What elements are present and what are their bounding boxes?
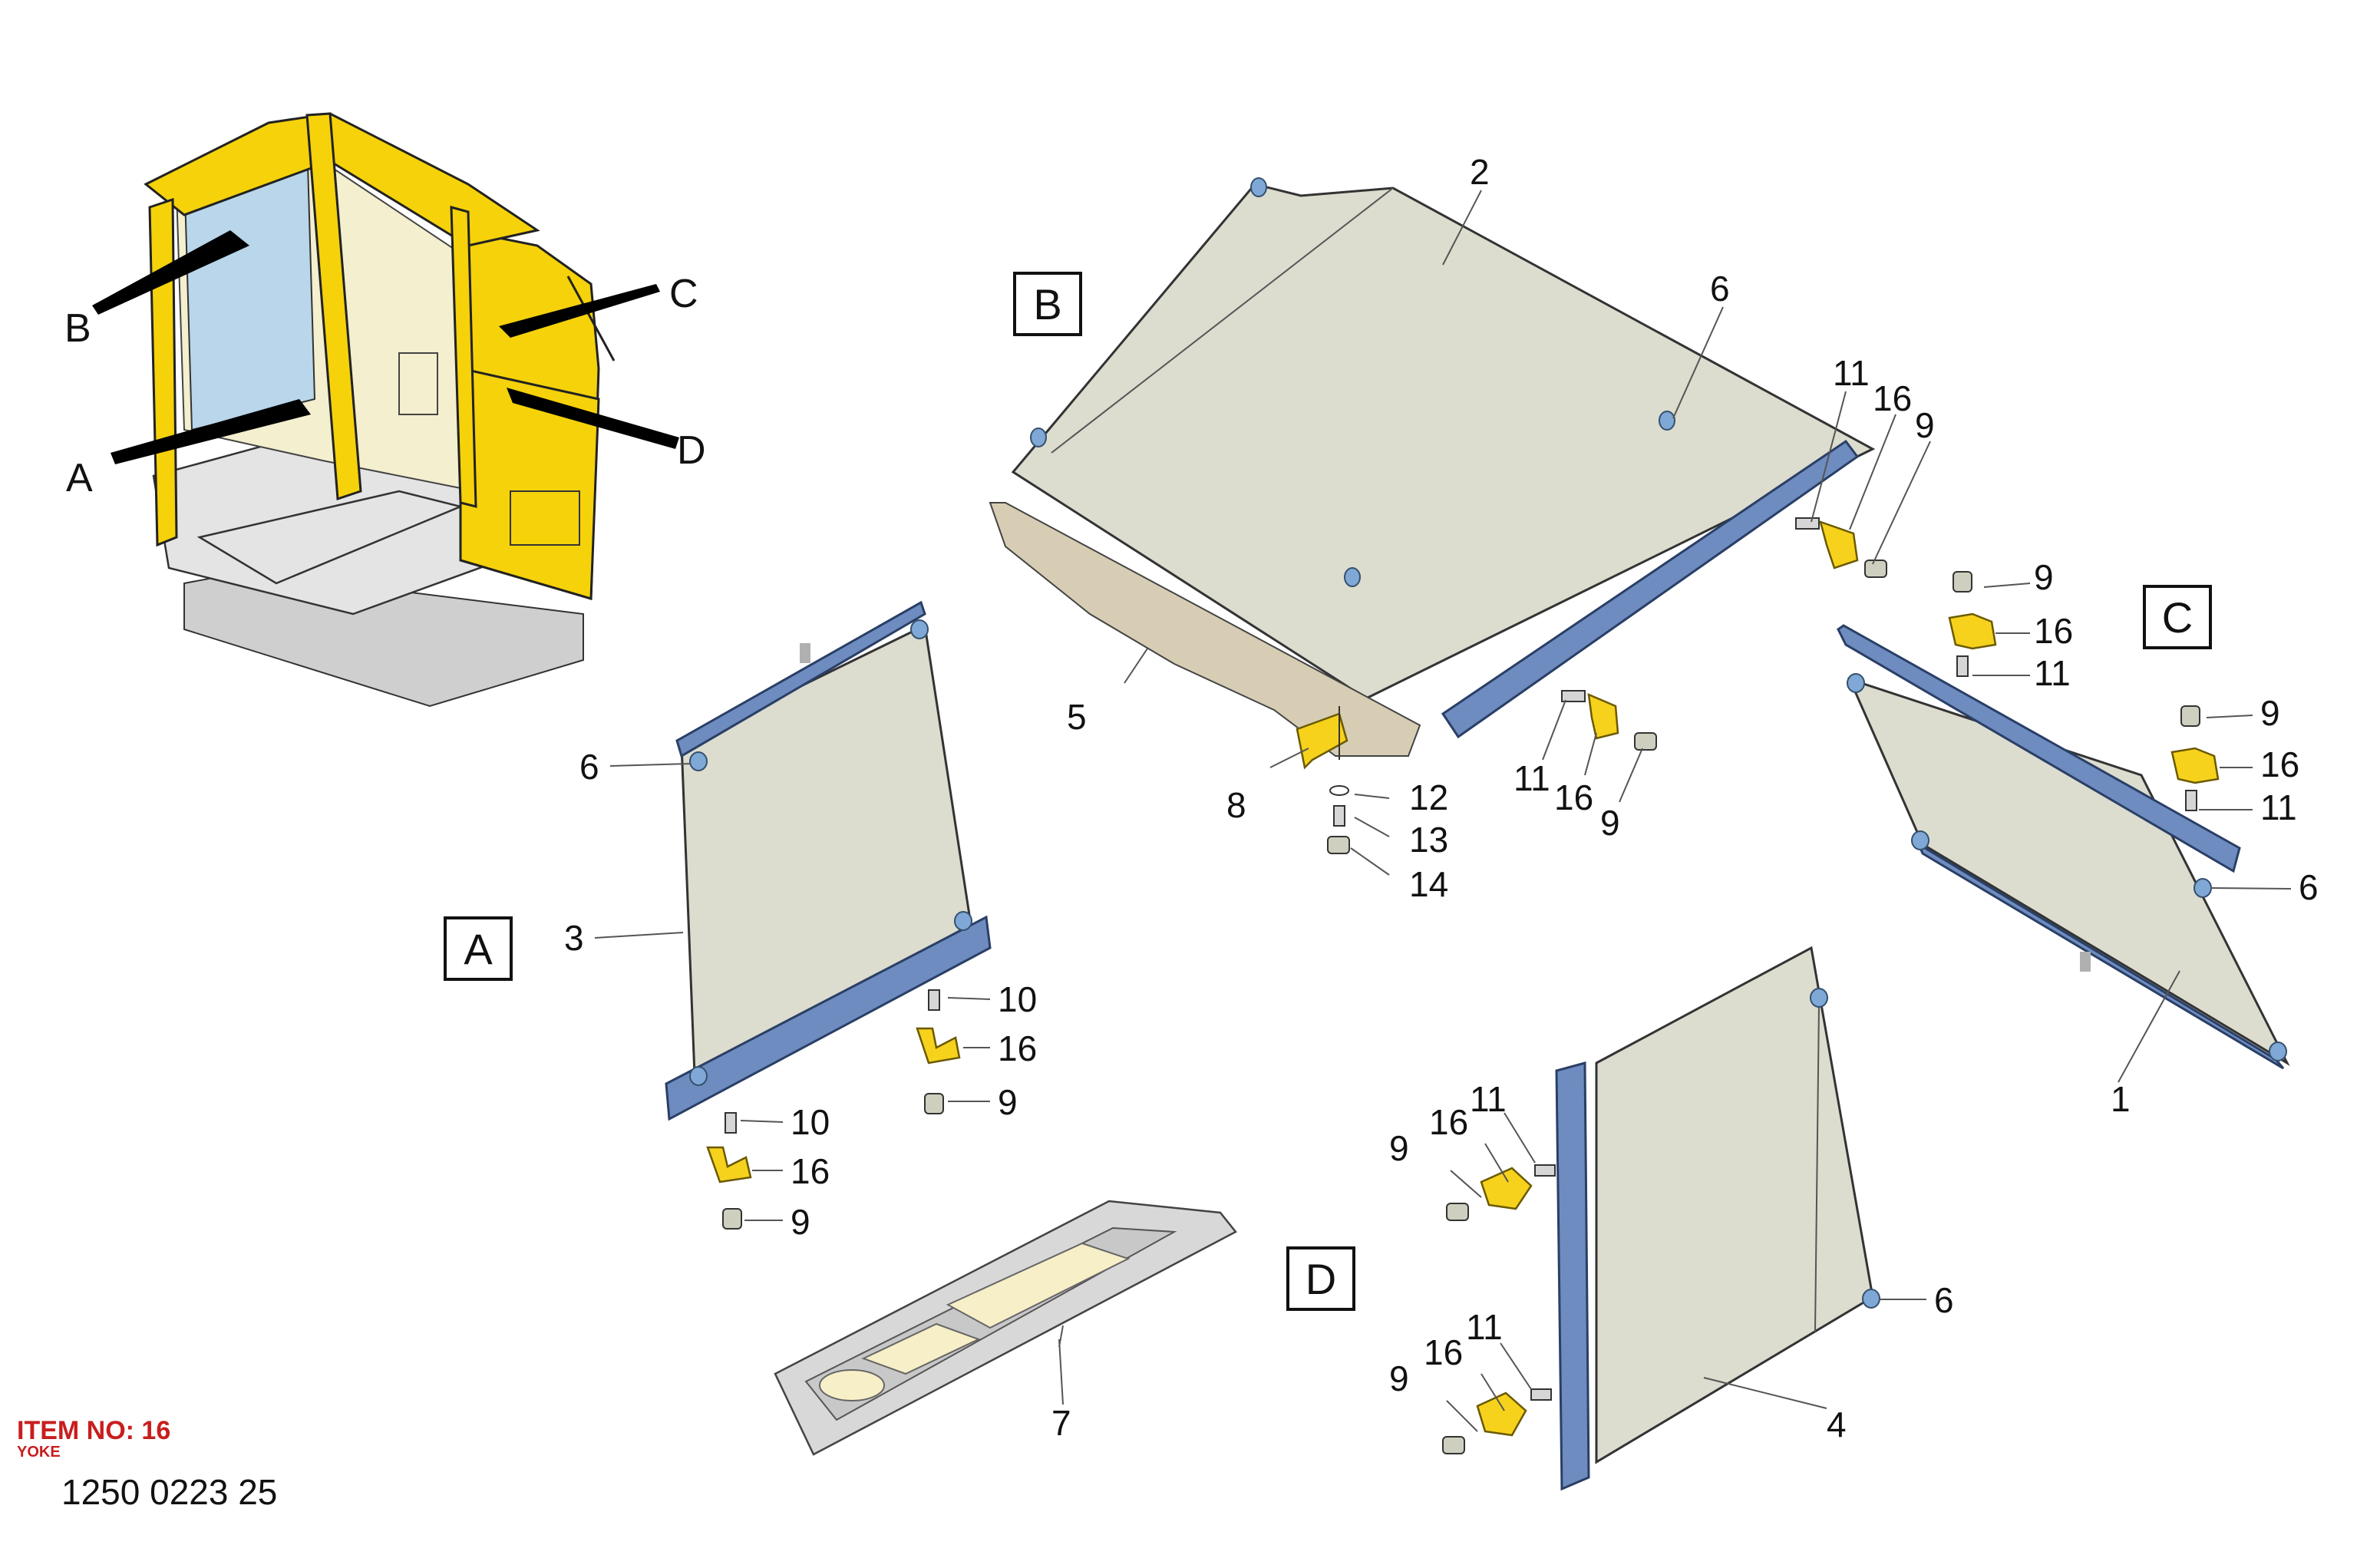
callout-9: 9 <box>1389 1358 1409 1398</box>
callout-1: 1 <box>2111 1079 2131 1119</box>
leader-lines <box>594 190 2292 1432</box>
callout-13: 13 <box>1409 820 1448 860</box>
callout-11: 11 <box>1470 1079 1507 1119</box>
callout-11: 11 <box>2034 653 2071 693</box>
callout-9: 9 <box>998 1082 1018 1122</box>
callout-5: 5 <box>1067 697 1087 737</box>
cab-illustration: B A C D <box>64 112 706 708</box>
hardware-group-d-top <box>1446 1164 1556 1221</box>
callout-14: 14 <box>1409 864 1448 904</box>
callout-16: 16 <box>2034 611 2073 651</box>
window-panel-2 <box>1011 177 1876 739</box>
cab-label-b: B <box>64 306 91 351</box>
hardware-group-c-bottom <box>2170 705 2220 811</box>
svg-text:B: B <box>1033 280 1061 328</box>
hardware-group-c-top <box>1948 571 1997 677</box>
callout-9: 9 <box>2034 557 2054 597</box>
callout-8: 8 <box>1226 785 1246 825</box>
callout-9: 9 <box>1600 803 1620 843</box>
callout-16: 16 <box>791 1151 830 1191</box>
callout-7: 7 <box>1051 1403 1071 1443</box>
callout-11: 11 <box>2260 787 2297 827</box>
callout-16: 16 <box>998 1028 1037 1068</box>
callout-11: 11 <box>1833 353 1870 393</box>
cab-label-d: D <box>677 428 706 473</box>
cab-label-c: C <box>669 272 698 316</box>
hardware-group-d-bottom <box>1442 1388 1552 1454</box>
window-panel-3 <box>665 600 992 1121</box>
callout-16: 16 <box>1873 378 1912 418</box>
cab-label-a: A <box>66 456 93 500</box>
item-number: ITEM NO: 16 <box>17 1416 170 1445</box>
callout-6: 6 <box>1710 269 1730 309</box>
section-box-d: D <box>1286 1246 1355 1311</box>
window-panel-4 <box>1555 946 1880 1491</box>
callout-9: 9 <box>1389 1128 1409 1168</box>
callout-10: 10 <box>791 1102 830 1142</box>
callout-6: 6 <box>1934 1280 1954 1320</box>
callout-9: 9 <box>1915 405 1935 445</box>
callout-6: 6 <box>2299 867 2319 907</box>
hardware-group-b-right <box>1795 517 1887 578</box>
hardware-group-b-lower <box>1561 690 1657 751</box>
callout-16: 16 <box>1429 1102 1468 1142</box>
callout-9: 9 <box>2260 693 2280 733</box>
yoke-clip-8 <box>1296 706 1350 854</box>
callout-16: 16 <box>1554 777 1593 817</box>
section-box-b: B <box>1013 272 1082 336</box>
hardware-group-a-right <box>916 989 961 1114</box>
callout-numbers: 2 6 11 16 9 5 8 12 13 14 11 16 9 6 3 10 … <box>564 152 2319 1444</box>
svg-text:D: D <box>1306 1255 1336 1303</box>
callout-12: 12 <box>1409 777 1448 817</box>
callout-4: 4 <box>1827 1405 1847 1444</box>
svg-text:A: A <box>464 925 493 973</box>
storage-tray-7 <box>774 1200 1237 1456</box>
document-number: 1250 0223 25 <box>61 1472 277 1512</box>
callout-9: 9 <box>791 1202 810 1242</box>
callout-2: 2 <box>1470 152 1490 192</box>
callout-16: 16 <box>1424 1332 1463 1372</box>
callout-16: 16 <box>2260 744 2299 784</box>
callout-11: 11 <box>1513 758 1550 798</box>
callout-10: 10 <box>998 979 1037 1019</box>
callout-3: 3 <box>564 918 584 958</box>
section-box-a: A <box>444 916 513 981</box>
window-panel-1 <box>1837 624 2290 1070</box>
svg-text:C: C <box>2162 593 2193 642</box>
hardware-group-a-left <box>706 1112 752 1230</box>
section-box-c: C <box>2143 585 2212 649</box>
callout-6: 6 <box>579 747 599 787</box>
callout-11: 11 <box>1466 1307 1503 1347</box>
item-name: YOKE <box>17 1444 61 1461</box>
